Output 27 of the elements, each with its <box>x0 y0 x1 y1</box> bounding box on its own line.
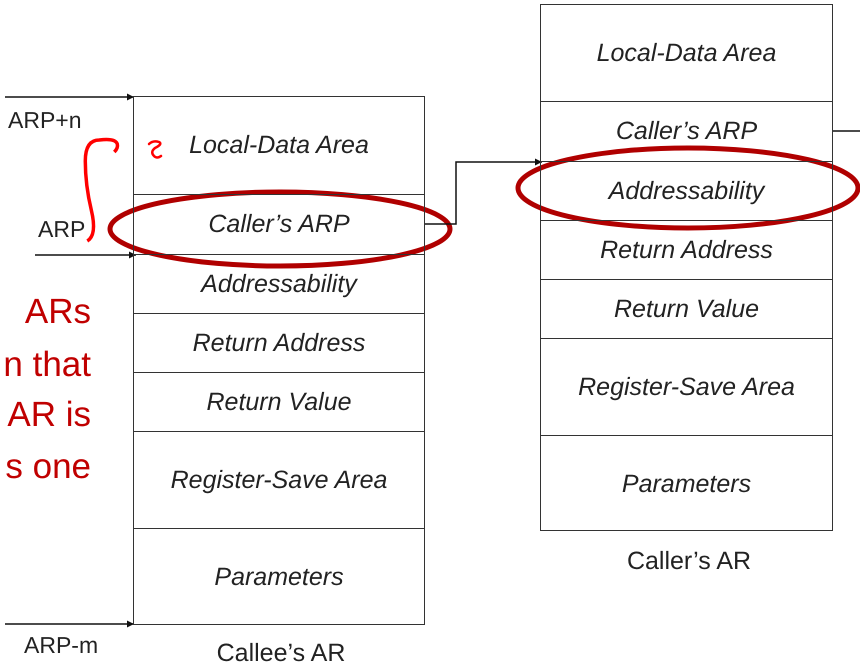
note-text: ARs <box>24 292 91 332</box>
cell-label: Caller’s ARP <box>208 210 350 239</box>
cell-label: Return Value <box>614 294 759 324</box>
stack-caption: Callee’s AR <box>216 641 346 666</box>
pointer-label: ARP+n <box>8 107 82 134</box>
note-text: s one <box>5 447 91 487</box>
cell-label: Caller’s ARP <box>616 117 758 146</box>
cell-label: Parameters <box>622 470 752 498</box>
cell-label: Return Value <box>206 388 352 416</box>
note-text: n that <box>3 345 91 385</box>
cell-label: Register-Save Area <box>170 466 388 494</box>
arrow <box>35 252 136 258</box>
cell-label: Addressability <box>201 270 357 298</box>
cell-label: Local-Data Area <box>189 131 369 160</box>
arrow <box>5 620 134 628</box>
arrow <box>5 94 134 100</box>
cell-label: Register-Save Area <box>578 372 795 402</box>
stack-caption: Caller’s AR <box>626 549 752 574</box>
note-text: AR is <box>7 395 91 435</box>
pointer-label: ARP <box>38 216 86 243</box>
cell-label: Parameters <box>214 562 344 592</box>
cell-label: Local-Data Area <box>596 38 776 68</box>
cell-label: Return Address <box>192 328 366 358</box>
pointer-label: ARP-m <box>24 632 98 659</box>
arrow <box>424 158 542 225</box>
cell-label: Return Address <box>600 236 773 264</box>
cell-label: Addressability <box>608 176 764 206</box>
